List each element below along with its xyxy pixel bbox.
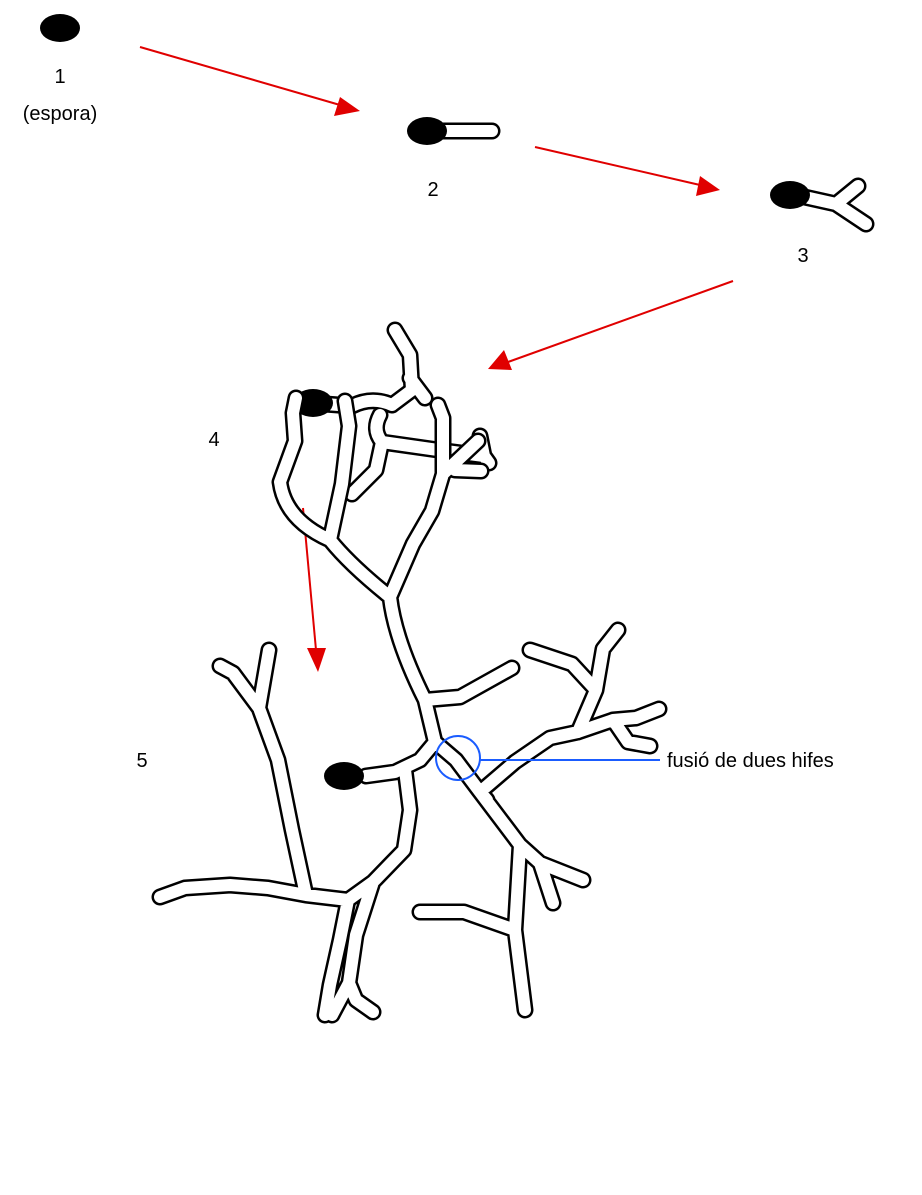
stage-2: 2	[407, 117, 492, 201]
stage-3-number: 3	[797, 245, 808, 267]
stage-2-number: 2	[427, 179, 438, 201]
arrow-1-to-2	[140, 47, 360, 116]
arrow-3-to-4	[488, 281, 733, 370]
stage-5-number: 5	[136, 750, 147, 772]
spore-icon	[407, 117, 447, 145]
stage-5: 5	[136, 398, 659, 1015]
stage-3: 3	[770, 181, 866, 267]
stage-4-number: 4	[208, 429, 219, 451]
stage-1-number: 1	[54, 66, 65, 88]
stage-1-caption: (espora)	[23, 103, 97, 125]
stage-1: 1 (espora)	[23, 14, 97, 125]
spore-icon	[770, 181, 810, 209]
fusion-label: fusió de dues hifes	[667, 750, 834, 772]
arrow-2-to-3	[535, 147, 720, 196]
spore-icon	[40, 14, 80, 42]
spore-icon	[324, 762, 364, 790]
